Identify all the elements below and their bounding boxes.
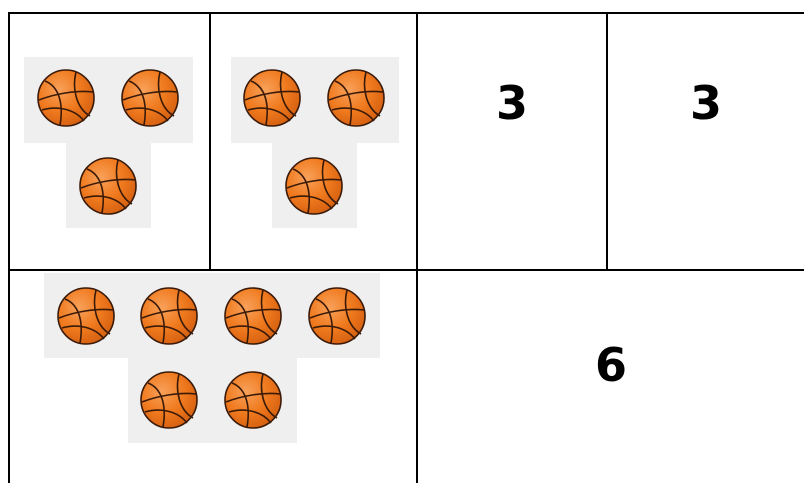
basketball-icon (223, 286, 283, 346)
table-border-left (8, 12, 10, 483)
table-border-top (8, 12, 804, 14)
basketball-icon (223, 370, 283, 430)
count-a: 3 (418, 80, 606, 126)
basketball-icon (56, 286, 116, 346)
basketball-icon (78, 156, 138, 216)
column-divider-1 (209, 12, 211, 271)
basketball-icon (307, 286, 367, 346)
basketball-icon (139, 370, 199, 430)
column-divider-3 (606, 12, 608, 271)
basketball-icon (242, 68, 302, 128)
basketball-icon (36, 68, 96, 128)
count-b: 3 (608, 80, 804, 126)
basketball-icon (284, 156, 344, 216)
row-divider (8, 269, 804, 271)
basketball-icon (326, 68, 386, 128)
count-total: 6 (418, 342, 804, 388)
basketball-icon (120, 68, 180, 128)
basketball-icon (139, 286, 199, 346)
